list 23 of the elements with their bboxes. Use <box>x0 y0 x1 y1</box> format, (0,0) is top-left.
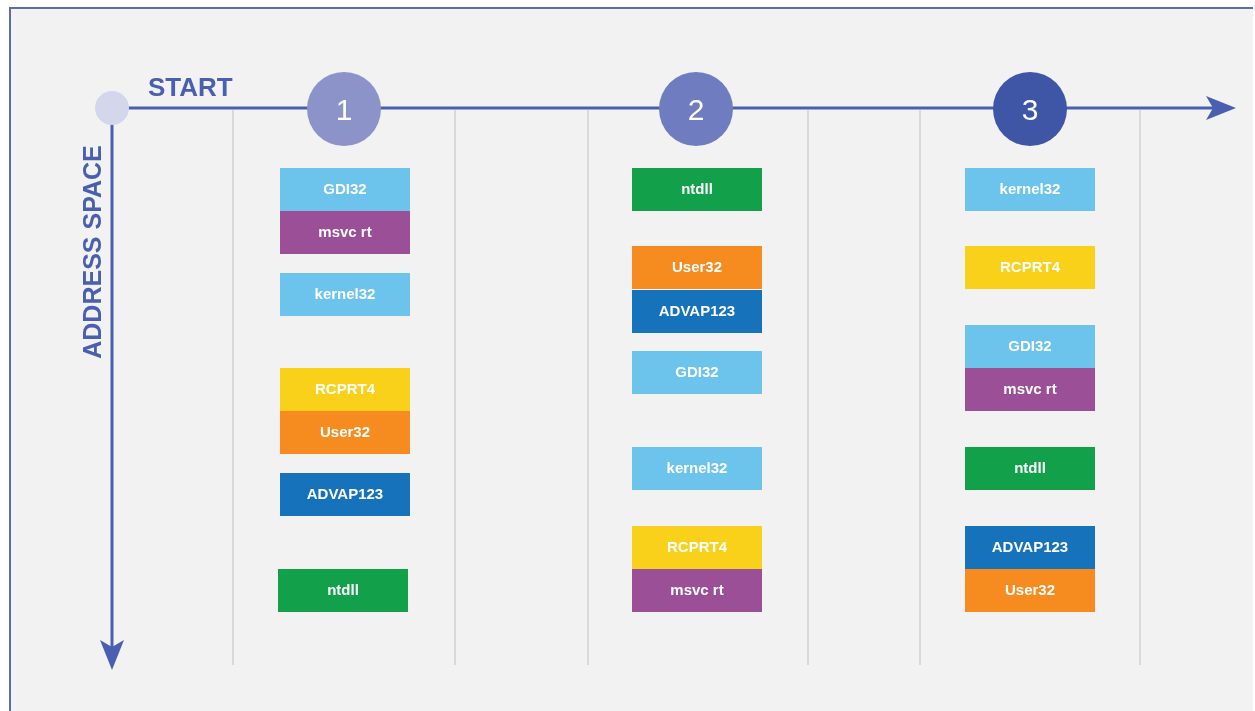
module-block: GDI32 <box>632 351 762 394</box>
module-block: ADVAP123 <box>965 526 1095 569</box>
module-block: GDI32 <box>965 325 1095 368</box>
module-block: RCPRT4 <box>965 246 1095 289</box>
module-block: User32 <box>280 411 410 454</box>
module-block: ntdll <box>632 168 762 211</box>
axis-label: START <box>148 74 233 100</box>
module-block: ADVAP123 <box>280 473 410 516</box>
module-block: RCPRT4 <box>280 368 410 411</box>
axis-label: ADDRESS SPACE <box>79 145 105 359</box>
module-block: ntdll <box>965 447 1095 490</box>
module-block: User32 <box>965 569 1095 612</box>
module-block: User32 <box>632 246 762 289</box>
module-block: kernel32 <box>280 273 410 316</box>
module-block: msvc rt <box>632 569 762 612</box>
module-block: msvc rt <box>280 211 410 254</box>
module-block: ADVAP123 <box>632 290 762 333</box>
module-block: GDI32 <box>280 168 410 211</box>
module-block: kernel32 <box>632 447 762 490</box>
module-block: msvc rt <box>965 368 1095 411</box>
module-block: ntdll <box>278 569 408 612</box>
module-block: kernel32 <box>965 168 1095 211</box>
module-block: RCPRT4 <box>632 526 762 569</box>
